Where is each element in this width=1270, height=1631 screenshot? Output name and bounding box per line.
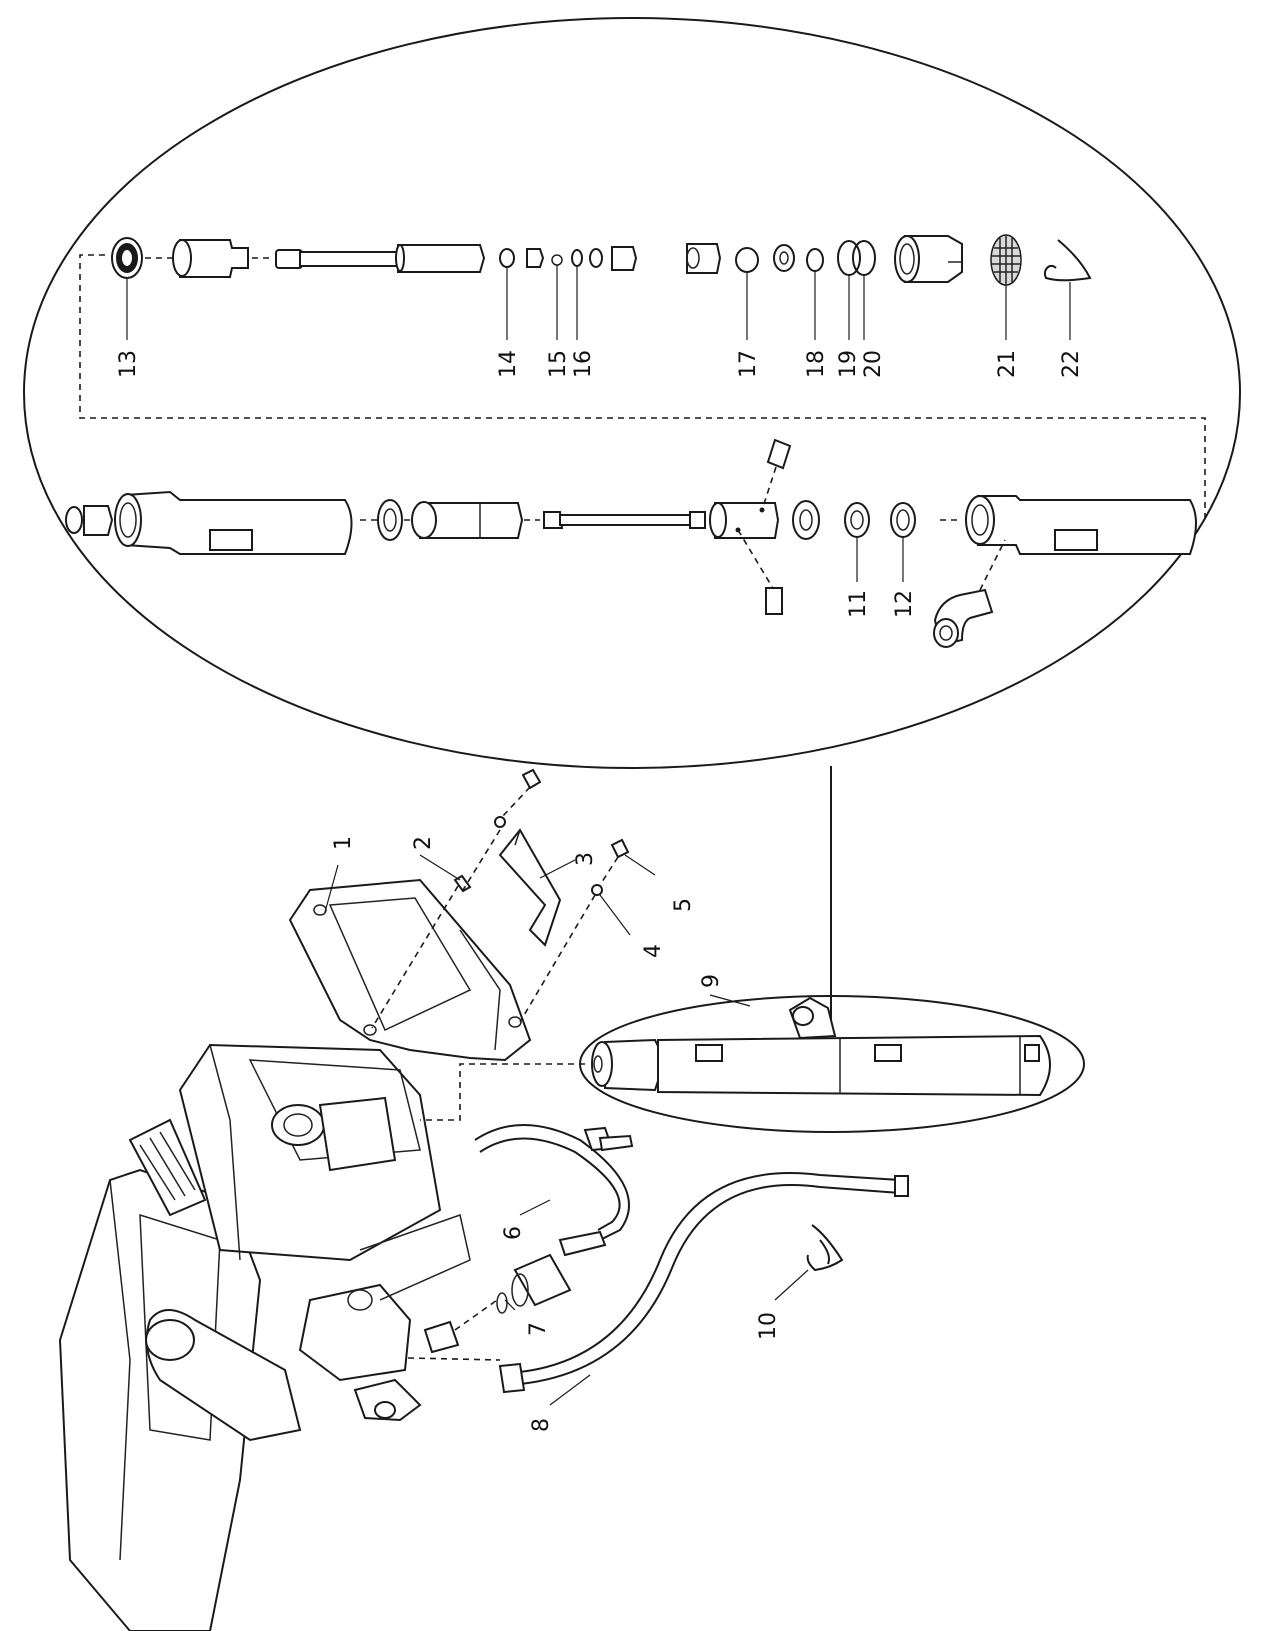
coupling-part xyxy=(709,502,780,539)
part-16-ring xyxy=(571,249,583,267)
callout-3: 3 xyxy=(573,852,598,866)
callout-19: 19 xyxy=(836,350,861,378)
callout-5: 5 xyxy=(671,898,696,912)
part-10-clip xyxy=(806,1224,844,1272)
elbow-fitting-part xyxy=(933,588,994,648)
callout-14: 14 xyxy=(496,350,521,378)
callout-4: 4 xyxy=(641,944,666,958)
callout-18: 18 xyxy=(804,350,829,378)
callout-8: 8 xyxy=(529,1418,554,1432)
gasket xyxy=(496,1292,508,1314)
foot-valve-housing-part xyxy=(894,235,963,283)
bushing-part xyxy=(83,505,114,536)
lower-parts-row xyxy=(65,438,1197,648)
body-to-item7-dash xyxy=(454,1297,501,1331)
callout-15: 15 xyxy=(546,350,571,378)
callout-10: 10 xyxy=(756,1312,781,1340)
part-21-filter xyxy=(990,234,1022,286)
part-9-pump xyxy=(591,996,1051,1097)
retaining-ring xyxy=(65,506,83,534)
callout-13: 13 xyxy=(116,350,141,378)
callout-6: 6 xyxy=(501,1226,526,1240)
manifold xyxy=(298,1283,412,1382)
prime-valve xyxy=(353,1378,422,1422)
callout-labels: 13 14 15 16 17 18 19 20 21 22 11 12 1 2 … xyxy=(116,350,1084,1432)
part-13-seal xyxy=(111,237,143,279)
part-8-hose xyxy=(498,1172,909,1394)
part-5-screw xyxy=(610,838,630,859)
callout-17: 17 xyxy=(736,350,761,378)
part-14-o-ring xyxy=(499,248,515,268)
ball-seat-part xyxy=(773,244,795,272)
part-11-nut xyxy=(844,502,870,538)
part-18-o-ring xyxy=(806,248,824,272)
left-cylinder-part xyxy=(114,490,353,555)
part-20-ring xyxy=(852,240,876,276)
detail-view-ellipse xyxy=(23,17,1241,769)
top-screw xyxy=(494,768,542,828)
callout-12: 12 xyxy=(892,590,917,618)
callout-1: 1 xyxy=(331,836,356,850)
part-12-gland xyxy=(890,502,916,538)
body-to-pump-dash xyxy=(420,1063,585,1121)
valve-seat-part xyxy=(611,246,638,271)
piston-rod-part xyxy=(275,244,486,273)
seal-pack-part xyxy=(377,499,403,541)
part-7-nut xyxy=(496,1253,572,1314)
valve-housing-part xyxy=(686,243,722,274)
callout-2: 2 xyxy=(411,836,436,850)
upper-pin xyxy=(766,438,792,470)
part-15-ball xyxy=(551,254,563,266)
callout-11: 11 xyxy=(846,590,871,618)
part-6-hose xyxy=(474,1124,634,1257)
assembly-dashed-path xyxy=(79,254,1206,520)
lower-leaders xyxy=(324,854,809,1406)
part-1-side-cover xyxy=(288,878,532,1062)
detail-leaders xyxy=(126,265,1071,582)
callout-22: 22 xyxy=(1059,350,1084,378)
callout-9: 9 xyxy=(699,974,724,988)
seal-ring-part xyxy=(792,500,820,540)
part-4-washer xyxy=(591,884,603,896)
lower-pin xyxy=(765,587,783,615)
part-17-ball xyxy=(735,247,759,273)
sleeve-part xyxy=(172,239,249,278)
callout-7: 7 xyxy=(526,1322,551,1336)
part-3-bracket xyxy=(498,828,562,947)
callout-16: 16 xyxy=(571,350,596,378)
part-22-clip xyxy=(1044,239,1092,282)
pump-cap xyxy=(271,1104,325,1146)
body-to-hose8-dash xyxy=(407,1357,501,1361)
sprayer-body xyxy=(58,1043,471,1631)
small-nut-part xyxy=(526,248,545,268)
callout-20: 20 xyxy=(861,350,886,378)
inner-sleeve-part xyxy=(411,501,524,539)
callout-21: 21 xyxy=(995,350,1020,378)
part-9-pump-ellipse xyxy=(579,995,1085,1133)
upper-parts-row xyxy=(111,234,1092,286)
small-washer xyxy=(589,248,603,268)
right-cylinder-part xyxy=(965,495,1197,555)
displacement-rod-part xyxy=(543,511,706,529)
